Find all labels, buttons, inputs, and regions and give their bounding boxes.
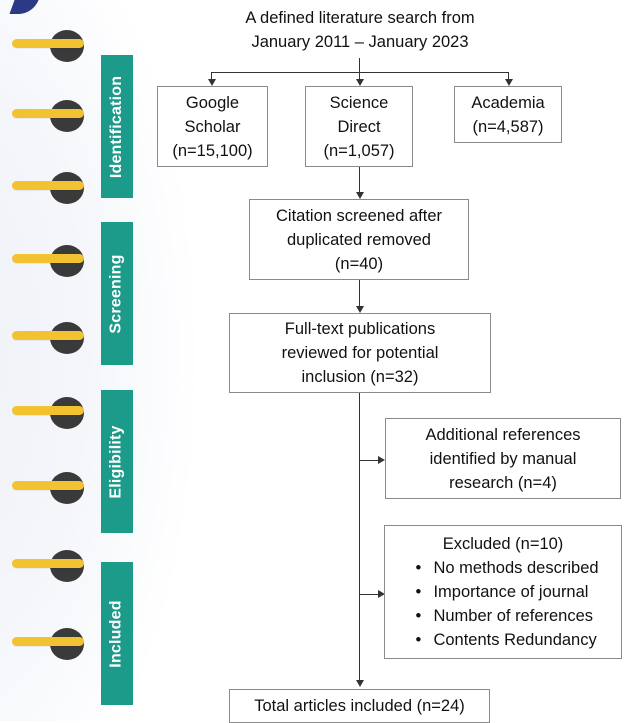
arrow-right-icon	[378, 590, 385, 598]
arrow-down-icon	[505, 79, 513, 86]
additional-line: Additional references	[425, 425, 581, 444]
binder-ring-icon	[8, 172, 88, 204]
binder-ring-icon	[8, 245, 88, 277]
binder-ring-icon	[8, 397, 88, 429]
connector	[359, 72, 360, 80]
fulltext-line: Full-text publications	[284, 320, 436, 338]
list-item: Importance of journal	[407, 580, 598, 604]
arrow-down-icon	[356, 192, 364, 199]
source-google-scholar: Google Scholar (n=15,100)	[157, 86, 268, 167]
fulltext-box: Full-text publications reviewed for pote…	[229, 313, 491, 393]
excluded-reasons: No methods described Importance of journ…	[407, 556, 598, 652]
connector	[359, 280, 360, 307]
binder-ring-icon	[8, 322, 88, 354]
source-count: (n=4,587)	[472, 117, 544, 136]
stage-eligibility: Eligibility	[101, 390, 133, 533]
connector	[211, 72, 509, 73]
arrow-right-icon	[378, 456, 385, 464]
connector	[359, 460, 379, 461]
stage-included: Included	[101, 562, 133, 705]
excluded-title: Excluded (n=10)	[442, 535, 564, 553]
source-science-direct: Science Direct (n=1,057)	[305, 86, 413, 167]
fulltext-count: inclusion (n=32)	[301, 368, 419, 386]
search-description: A defined literature search from January…	[180, 6, 540, 54]
additional-box: Additional references identified by manu…	[385, 418, 621, 499]
binder-ring-icon	[8, 472, 88, 504]
source-count: (n=1,057)	[323, 141, 395, 160]
list-item: Contents Redundancy	[407, 628, 598, 652]
arrow-down-icon	[208, 79, 216, 86]
source-academia: Academia (n=4,587)	[454, 86, 562, 143]
connector	[359, 58, 360, 72]
source-count: (n=15,100)	[172, 141, 253, 160]
additional-count: research (n=4)	[449, 473, 557, 492]
excluded-box: Excluded (n=10) No methods described Imp…	[384, 525, 622, 659]
source-line: Science	[329, 93, 389, 112]
connector	[359, 393, 360, 681]
binder-ring-icon	[8, 30, 88, 62]
stage-label: Included	[108, 599, 126, 668]
arrow-down-icon	[356, 306, 364, 313]
stage-label: Identification	[108, 75, 126, 178]
search-line-2: January 2011 – January 2023	[251, 33, 469, 51]
stage-label: Eligibility	[108, 424, 126, 499]
binder-ring-icon	[8, 550, 88, 582]
source-line: Direct	[337, 117, 381, 136]
total-count: Total articles included (n=24)	[254, 697, 465, 715]
list-item: Number of references	[407, 604, 598, 628]
stage-identification: Identification	[101, 55, 133, 198]
total-box: Total articles included (n=24)	[229, 689, 490, 723]
connector	[359, 167, 360, 193]
fulltext-line: reviewed for potential	[281, 344, 439, 362]
screened-line: Citation screened after	[275, 206, 442, 225]
binder-ring-icon	[8, 628, 88, 660]
connector	[508, 72, 509, 80]
connector	[211, 72, 212, 80]
additional-line: identified by manual	[429, 449, 577, 468]
screened-line: duplicated removed	[286, 230, 431, 249]
screened-count: (n=40)	[334, 254, 384, 273]
source-line: Academia	[471, 93, 545, 112]
connector	[359, 594, 379, 595]
stage-screening: Screening	[101, 222, 133, 365]
source-line: Google	[185, 93, 240, 112]
stage-label: Screening	[108, 253, 126, 334]
arrow-down-icon	[356, 680, 364, 687]
screened-box: Citation screened after duplicated remov…	[249, 199, 469, 280]
arrow-down-icon	[356, 79, 364, 86]
binder-ring-icon	[8, 100, 88, 132]
source-line: Scholar	[184, 117, 241, 136]
search-line-1: A defined literature search from	[245, 9, 475, 27]
list-item: No methods described	[407, 556, 598, 580]
